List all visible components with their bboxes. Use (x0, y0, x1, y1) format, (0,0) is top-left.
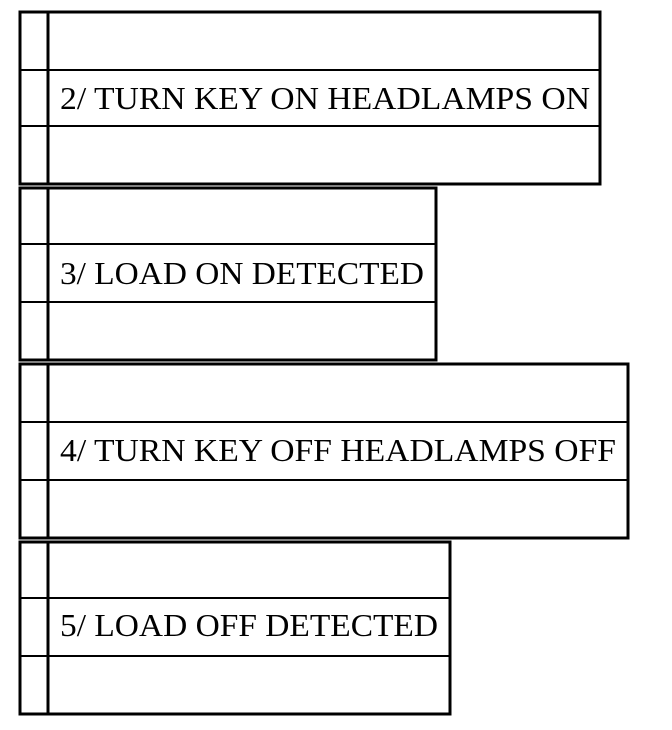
step-block-5-outline (18, 540, 452, 716)
step-3-label: 3/ LOAD ON DETECTED (60, 255, 424, 291)
step-5-label: 5/ LOAD OFF DETECTED (60, 607, 438, 643)
step-block-3: 3/ LOAD ON DETECTED (18, 186, 438, 362)
step-block-5: 5/ LOAD OFF DETECTED (18, 540, 452, 716)
step-block-2-outline (18, 10, 602, 186)
step-block-3-outline (18, 186, 438, 362)
step-4-label: 4/ TURN KEY OFF HEADLAMPS OFF (60, 432, 616, 468)
step-2-label: 2/ TURN KEY ON HEADLAMPS ON (60, 80, 590, 116)
step-block-2: 2/ TURN KEY ON HEADLAMPS ON (18, 10, 602, 186)
step-block-4: 4/ TURN KEY OFF HEADLAMPS OFF (18, 362, 630, 540)
step-block-4-outline (18, 362, 630, 540)
